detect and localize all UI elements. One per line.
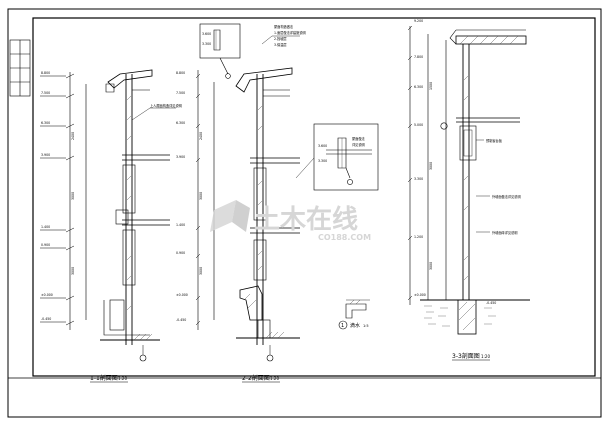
svg-text:3.300: 3.300 [202,42,211,46]
svg-text:6.300: 6.300 [176,121,185,125]
svg-text:1.400: 1.400 [176,223,185,227]
outer-frame [7,8,602,418]
svg-text:3000: 3000 [71,192,75,200]
svg-text:1.400: 1.400 [41,225,50,229]
svg-text:8.800: 8.800 [176,71,185,75]
svg-text:1.面层做法详建施说明: 1.面层做法详建施说明 [274,30,306,35]
section-2-2-marker [266,345,274,362]
svg-text:5.000: 5.000 [414,123,423,127]
svg-text:0.900: 0.900 [176,251,185,255]
svg-text:±0.000: ±0.000 [41,293,53,297]
section-3-3-scale: 1:20 [481,354,490,359]
section-1-1-dimension-text: 8.800 7.500 6.300 3.900 1.400 0.900 ±0.000 -… [41,71,182,321]
drip-detail-number: 1 [341,323,344,329]
svg-text:1500: 1500 [429,82,433,90]
svg-text:3000: 3000 [199,267,203,275]
section-2-2-dimension-text: 3.600 3.300 8.800 7.500 6.300 3.900 1.400 0.… [176,24,306,322]
svg-text:-0.450: -0.450 [486,301,496,305]
section-2-2-hatch [243,105,285,339]
svg-text:3.600: 3.600 [318,144,327,148]
svg-text:7.500: 7.500 [176,91,185,95]
watermark-logo [210,200,250,232]
svg-text:3.600: 3.600 [202,32,211,36]
svg-text:6.300: 6.300 [414,85,423,89]
svg-text:外墙面做法详见说明: 外墙面做法详见说明 [492,194,521,199]
svg-text:3.900: 3.900 [176,155,185,159]
svg-text:3.保温层: 3.保温层 [274,42,287,47]
binding-strip [9,39,31,97]
svg-text:-0.450: -0.450 [41,317,51,321]
section-2-2-drawing [195,23,300,345]
svg-text:3.900: 3.900 [41,153,50,157]
svg-text:7.800: 7.800 [414,55,423,59]
svg-text:屋面构造做法: 屋面构造做法 [274,24,293,29]
section-1-1-hatch [126,95,153,341]
svg-text:3000: 3000 [429,262,433,270]
svg-text:外墙面砖详见说明: 外墙面砖详见说明 [492,230,518,235]
section-1-1-title: 1-1剖面图 [90,374,118,382]
section-3-3-hatch [458,35,519,331]
svg-text:9.200: 9.200 [414,19,423,23]
svg-text:±0.000: ±0.000 [176,293,188,297]
svg-text:屋面做法: 屋面做法 [352,136,365,141]
section-2-2-scale: 1:20 [270,376,279,381]
section-1-1-drawing [40,69,176,345]
drip-detail-marker [338,320,348,330]
svg-text:3000: 3000 [71,267,75,275]
svg-text:上人屋面构造详见说明: 上人屋面构造详见说明 [150,103,182,108]
section-1-1-marker [139,345,147,362]
svg-text:3.300: 3.300 [318,159,327,163]
svg-text:详见说明: 详见说明 [352,142,365,147]
watermark-sub: CO188.COM [318,233,371,242]
svg-text:3000: 3000 [199,192,203,200]
svg-text:3.300: 3.300 [414,177,423,181]
svg-text:0.900: 0.900 [41,243,50,247]
svg-text:6.300: 6.300 [41,121,50,125]
svg-text:3000: 3000 [429,162,433,170]
section-2-2-title: 2-2剖面图 [242,374,270,382]
svg-text:2.找坡层: 2.找坡层 [274,36,287,41]
drip-detail-drawing [345,299,370,319]
svg-text:±0.000: ±0.000 [414,293,426,297]
drip-detail-scale: 1:5 [363,324,369,328]
svg-text:预制窗台板: 预制窗台板 [486,138,503,143]
svg-text:7.500: 7.500 [41,91,50,95]
svg-text:2400: 2400 [199,132,203,140]
svg-text:8.800: 8.800 [41,71,50,75]
soil-hatch [424,305,496,327]
inner-frame [32,17,596,377]
svg-text:-0.450: -0.450 [176,318,186,322]
drip-detail-title: 滴水 [350,322,360,329]
svg-text:2400: 2400 [71,132,75,140]
section-3-3-title: 3-3剖面图 [452,352,480,360]
section-1-1-scale: 1:20 [118,376,127,381]
watermark-main: 土木在线 [254,205,358,235]
center-detail-drawing [295,123,379,191]
svg-text:1.200: 1.200 [414,235,423,239]
section-3-3-drawing [407,25,530,335]
